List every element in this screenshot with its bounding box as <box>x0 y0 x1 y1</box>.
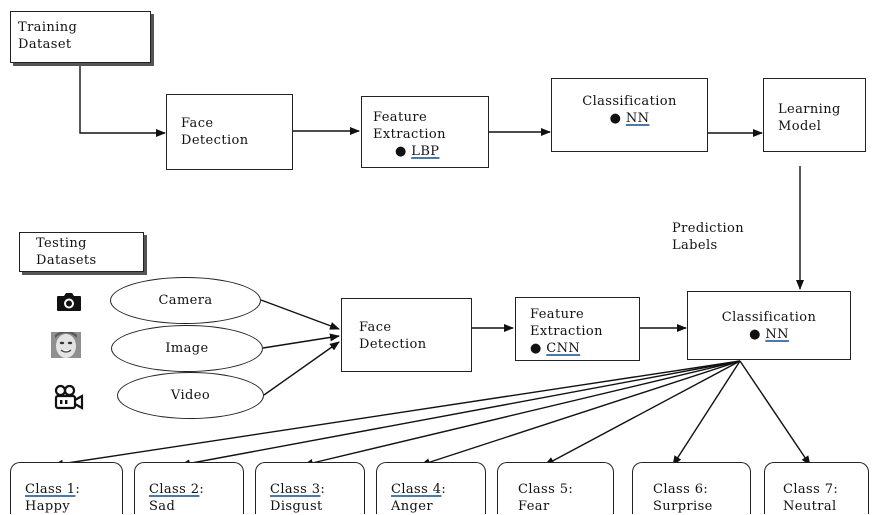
training-dataset-box: Training Dataset <box>10 11 151 63</box>
testing-face-detection-line-2: Detection <box>359 337 427 352</box>
testing-feature-extraction-box: Feature Extraction ● CNN <box>515 297 640 361</box>
testing-face-detection-box: Face Detection <box>341 298 472 372</box>
testing-datasets-box: Testing Datasets <box>19 232 144 272</box>
testing-feature-extraction-line-2: Extraction <box>530 324 603 339</box>
prediction-labels-line-2: Labels <box>672 238 718 253</box>
training-face-detection-line-2: Detection <box>181 133 249 148</box>
testing-face-detection-line-1: Face <box>359 320 392 335</box>
class-box-1: Class 1: Happy <box>10 462 123 514</box>
training-face-detection-line-1: Face <box>181 116 214 131</box>
training-feature-method-label: LBP <box>411 144 440 159</box>
arrow-to-class-7 <box>739 360 811 466</box>
class-5-id-label: Class 5 <box>518 482 569 497</box>
class-5-emotion: Fear <box>518 499 550 514</box>
class-4-id-label: Class 4 <box>391 482 442 497</box>
learning-model-line-2: Model <box>778 119 822 134</box>
video-label: Video <box>170 388 211 403</box>
class-7-emotion: Neutral <box>783 499 837 514</box>
class-box-3: Class 3: Disgust <box>255 462 365 514</box>
class-5-id: Class 5: <box>518 482 574 497</box>
class-1-id-label: Class 1 <box>25 482 76 497</box>
training-classification-box: Classification ● NN <box>551 78 708 152</box>
video-camera-icon <box>54 384 84 410</box>
image-label: Image <box>165 341 209 356</box>
camera-label: Camera <box>158 293 213 308</box>
video-oval: Video <box>117 372 264 419</box>
class-6-id: Class 6: <box>653 482 709 497</box>
camera-icon <box>57 293 81 311</box>
class-box-4: Class 4: Anger <box>376 462 486 514</box>
image-oval: Image <box>111 325 263 372</box>
bullet-icon: ● <box>530 341 542 356</box>
class-2-emotion: Sad <box>149 499 176 514</box>
learning-model-box: Learning Model <box>763 78 866 152</box>
arrow-to-class-3 <box>303 360 741 467</box>
class-1-id: Class 1: <box>25 482 81 497</box>
training-feature-extraction-line-2: Extraction <box>373 127 446 142</box>
prediction-labels-text: Prediction Labels <box>672 220 744 254</box>
testing-feature-method: ● CNN <box>530 340 639 357</box>
class-6-emotion: Surprise <box>653 499 713 514</box>
bullet-icon: ● <box>749 326 761 342</box>
testing-classification-method-label: NN <box>765 326 789 342</box>
arrow-to-class-6 <box>672 360 741 466</box>
training-dataset-line-1: Training <box>18 20 78 35</box>
class-1-emotion: Happy <box>25 499 71 514</box>
arrow-to-class-2 <box>180 360 741 468</box>
class-7-id-label: Class 7 <box>783 482 834 497</box>
arrow-image-to-face-detection <box>262 333 340 349</box>
class-box-2: Class 2: Sad <box>134 462 244 514</box>
class-box-5: Class 5: Fear <box>497 462 614 514</box>
training-dataset-line-2: Dataset <box>18 37 72 52</box>
arrow-to-class-4 <box>420 360 741 467</box>
testing-datasets-line-2: Datasets <box>36 253 97 268</box>
class-2-id: Class 2: <box>149 482 205 497</box>
class-3-id-label: Class 3 <box>270 482 321 497</box>
training-classification-method: ● NN <box>610 110 650 127</box>
class-2-id-label: Class 2 <box>149 482 200 497</box>
class-3-emotion: Disgust <box>270 499 323 514</box>
arrow-camera-to-face-detection <box>260 299 340 330</box>
class-box-6: Class 6: Surprise <box>632 462 751 514</box>
arrow-video-to-face-detection <box>263 341 340 396</box>
training-face-detection-box: Face Detection <box>166 94 293 170</box>
class-box-7: Class 7: Neutral <box>764 462 869 514</box>
learning-model-line-1: Learning <box>778 102 841 117</box>
testing-classification-box: Classification ● NN <box>687 291 851 360</box>
prediction-labels-line-1: Prediction <box>672 221 744 236</box>
training-feature-extraction-box: Feature Extraction ● LBP <box>361 96 489 168</box>
testing-classification-title: Classification <box>721 309 817 325</box>
testing-datasets-line-1: Testing <box>36 236 87 251</box>
camera-oval: Camera <box>110 277 261 324</box>
bullet-icon: ● <box>395 144 407 159</box>
training-classification-title: Classification <box>582 94 677 109</box>
testing-feature-method-label: CNN <box>546 341 581 356</box>
class-7-id: Class 7: <box>783 482 839 497</box>
class-6-id-label: Class 6 <box>653 482 704 497</box>
arrow-training-to-face-detection <box>79 62 166 137</box>
testing-feature-extraction-line-1: Feature <box>530 307 585 322</box>
testing-classification-method: ● NN <box>749 326 789 343</box>
face-image-icon <box>51 332 81 358</box>
class-4-id: Class 4: <box>391 482 447 497</box>
training-classification-method-label: NN <box>625 111 650 126</box>
arrow-to-class-5 <box>544 360 741 466</box>
training-feature-method: ● LBP <box>373 143 488 160</box>
training-feature-extraction-line-1: Feature <box>373 110 428 125</box>
class-3-id: Class 3: <box>270 482 326 497</box>
bullet-icon: ● <box>609 111 622 126</box>
class-4-emotion: Anger <box>391 499 433 514</box>
